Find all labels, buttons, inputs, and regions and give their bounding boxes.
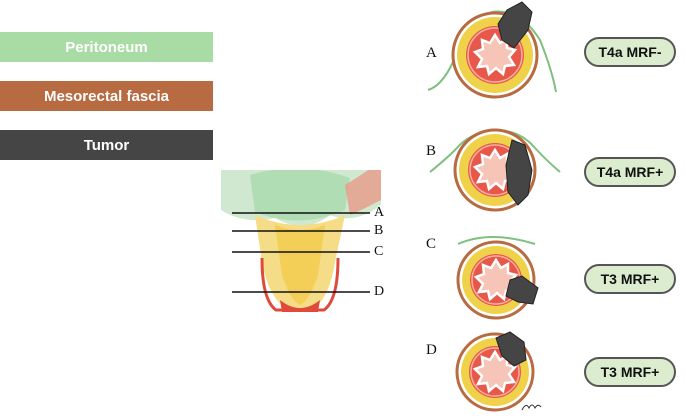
cross-section-d xyxy=(455,331,542,412)
panel-letter-d: D xyxy=(426,342,437,358)
cross-section-b xyxy=(429,128,561,212)
legend-peritoneum: Peritoneum xyxy=(0,32,213,62)
section-lines xyxy=(232,212,370,293)
panel-letter-c: C xyxy=(426,236,437,252)
cross-section-c xyxy=(456,236,539,320)
stage-label-d: T3 MRF+ xyxy=(584,357,676,387)
legend-mesorectal-fascia-label: Mesorectal fascia xyxy=(43,87,170,105)
panel-letter-a: A xyxy=(426,45,437,61)
section-line-label-d: D xyxy=(374,284,385,299)
stage-label-a: T4a MRF- xyxy=(584,37,676,67)
section-line-label-c: C xyxy=(374,244,384,259)
rectum-sagittal-illustration xyxy=(221,170,381,320)
legend-mesorectal-fascia: Mesorectal fascia xyxy=(0,81,213,111)
stage-label-a-text: T4a MRF- xyxy=(598,44,662,60)
section-line-label-a: A xyxy=(374,205,385,220)
stage-label-c-text: T3 MRF+ xyxy=(600,271,660,287)
legend-peritoneum-label: Peritoneum xyxy=(65,38,148,56)
artist-signature-mark xyxy=(521,404,542,411)
stage-label-c: T3 MRF+ xyxy=(584,264,676,294)
stage-label-b: T4a MRF+ xyxy=(584,157,676,187)
legend-tumor-label: Tumor xyxy=(83,136,130,154)
panel-letter-b: B xyxy=(426,143,437,159)
stage-label-b-text: T4a MRF+ xyxy=(596,164,664,180)
section-line-label-b: B xyxy=(374,223,384,238)
legend-tumor: Tumor xyxy=(0,130,213,160)
cross-section-a xyxy=(427,1,557,99)
stage-label-d-text: T3 MRF+ xyxy=(600,364,660,380)
